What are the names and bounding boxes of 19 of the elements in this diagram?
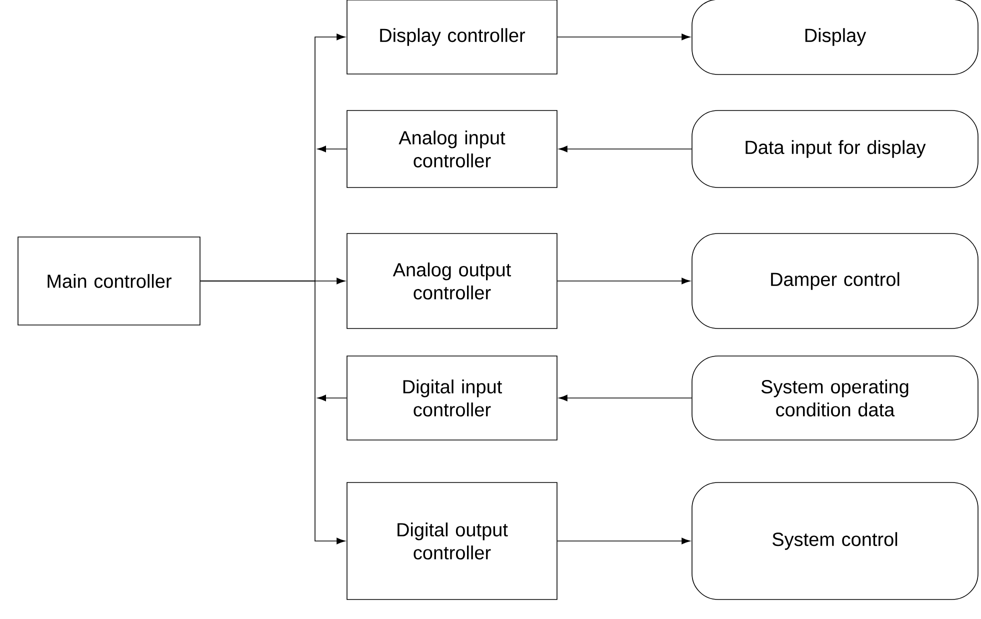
controller-box: Main controller bbox=[18, 236, 200, 326]
arrow bbox=[557, 538, 690, 544]
rounded-box: Display bbox=[692, 0, 978, 75]
arrow bbox=[200, 280, 346, 544]
controller-box: Digital input controller bbox=[346, 356, 558, 440]
controller-box: Analog output controller bbox=[346, 233, 558, 329]
controller-box: Display controller bbox=[346, 0, 558, 74]
arrow bbox=[317, 394, 347, 402]
controller-box: Analog input controller bbox=[346, 110, 558, 188]
rounded-box: Data input for display bbox=[692, 110, 978, 188]
arrow bbox=[558, 394, 692, 402]
rounded-box: System control bbox=[692, 482, 978, 600]
rounded-box: Damper control bbox=[692, 233, 978, 329]
arrow bbox=[558, 146, 692, 152]
arrow bbox=[557, 278, 690, 284]
controller-box: Digital output controller bbox=[346, 482, 558, 600]
arrow bbox=[317, 146, 347, 152]
rounded-box: System operating condition data bbox=[692, 356, 978, 440]
arrow bbox=[557, 34, 690, 40]
